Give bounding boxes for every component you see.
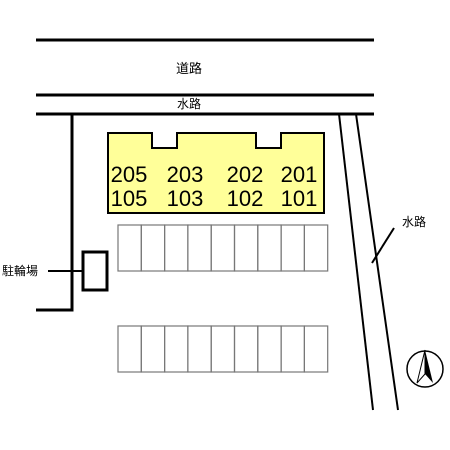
parking-space: [303, 224, 329, 272]
parking-space: [303, 325, 329, 373]
parking-space: [257, 224, 282, 272]
unit-number: 205: [111, 162, 148, 187]
parking-row: [117, 224, 329, 272]
road-label: 道路: [176, 61, 202, 77]
parking-space: [140, 224, 166, 272]
waterway-right-line-left: [338, 113, 374, 411]
parking-space: [187, 224, 212, 272]
parking-space: [210, 325, 236, 373]
parking-space: [117, 325, 142, 373]
unit-number: 102: [227, 186, 264, 211]
parking-space: [280, 325, 306, 373]
parking-space: [187, 325, 212, 373]
unit-number: 105: [111, 186, 148, 211]
unit-number: 201: [281, 162, 318, 187]
north-arrow-icon: [406, 349, 444, 388]
parking-space: [140, 325, 166, 373]
waterway-right-leader: [371, 227, 395, 264]
unit-number: 203: [167, 162, 204, 187]
apartment-building: [107, 132, 325, 214]
parking-space: [233, 224, 259, 272]
unit-number: 202: [227, 162, 264, 187]
waterway-top-label: 水路: [177, 96, 201, 111]
parking-space: [164, 224, 189, 272]
parking-space: [210, 224, 236, 272]
bicycle-parking-label: 駐輪場: [2, 263, 38, 278]
parking-space: [164, 325, 189, 373]
site-boundary-left: [36, 115, 74, 312]
parking-space: [233, 325, 259, 373]
parking-space: [257, 325, 282, 373]
parking-space: [280, 224, 306, 272]
parking-space: [117, 224, 142, 272]
unit-number: 101: [281, 186, 318, 211]
bicycle-parking: [81, 250, 109, 292]
waterway-right-label: 水路: [402, 214, 426, 229]
unit-number: 103: [167, 186, 204, 211]
waterway-right-line-right: [355, 113, 399, 411]
parking-row: [117, 325, 329, 373]
